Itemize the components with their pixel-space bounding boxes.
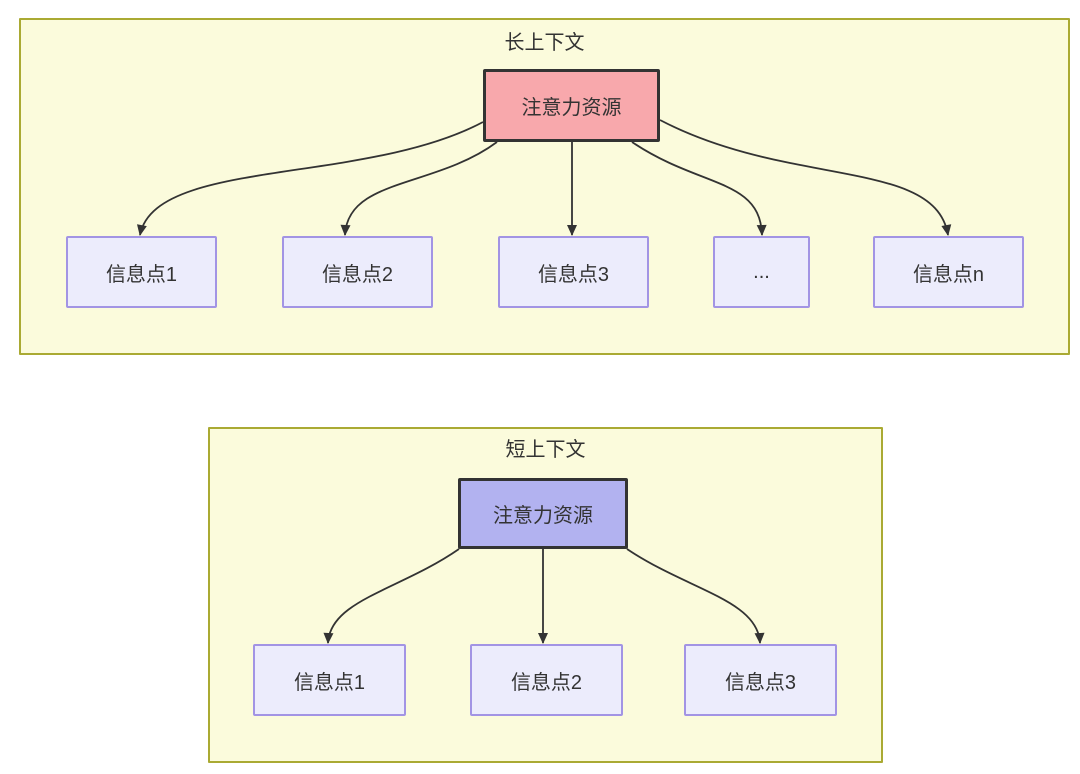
node-label: 信息点3 [724, 671, 797, 694]
info-point-2-short: 信息点2 [470, 644, 623, 716]
node-label: 信息点1 [105, 263, 178, 286]
node-label: 信息点1 [293, 671, 366, 694]
node-label: 信息点3 [537, 263, 610, 286]
info-point-2-long: 信息点2 [282, 236, 433, 308]
panel-title-long-context: 长上下文 [504, 32, 585, 54]
info-point-3-short: 信息点3 [684, 644, 837, 716]
node-label: 信息点n [912, 263, 985, 286]
attention-resource-node-long: 注意力资源 [483, 69, 660, 142]
arrow-long-to-ellipsis [631, 141, 767, 236]
arrow-long-to-pointn [659, 119, 952, 236]
info-point-ellipsis-long: ... [713, 236, 810, 308]
info-point-n-long: 信息点n [873, 236, 1024, 308]
node-label: 信息点2 [510, 671, 583, 694]
info-point-3-long: 信息点3 [498, 236, 649, 308]
info-point-1-short: 信息点1 [253, 644, 406, 716]
node-label: 注意力资源 [521, 97, 622, 119]
arrow-short-to-point1 [323, 548, 460, 644]
panel-title-short-context: 短上下文 [505, 439, 586, 461]
node-label: 信息点2 [321, 263, 394, 286]
node-label: 注意力资源 [493, 505, 593, 527]
node-label: ... [753, 260, 770, 283]
arrow-long-to-point2 [340, 141, 498, 236]
arrow-long-to-point1 [137, 121, 484, 236]
attention-resource-node-short: 注意力资源 [458, 478, 628, 549]
arrow-short-to-point3 [626, 548, 765, 644]
info-point-1-long: 信息点1 [66, 236, 217, 308]
